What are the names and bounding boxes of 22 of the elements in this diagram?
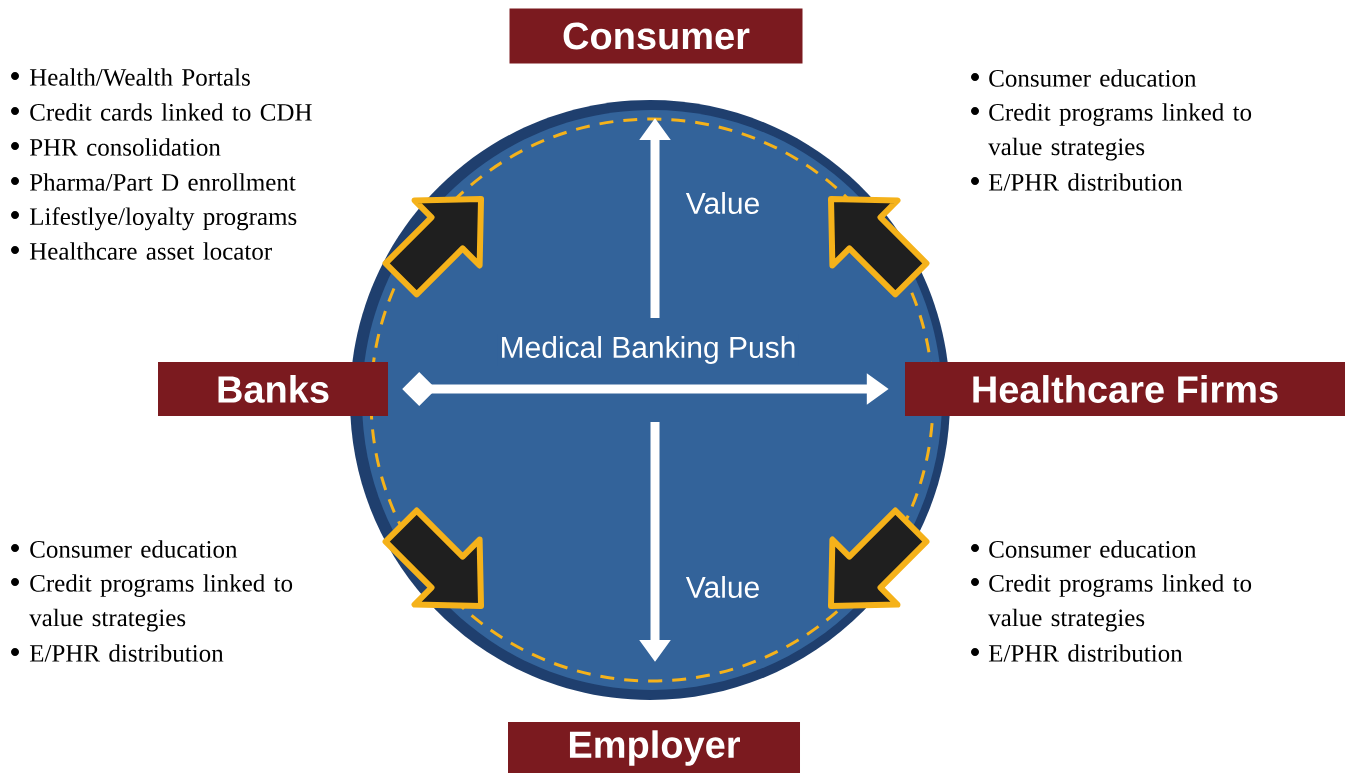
bullet-item: Consumer education: [971, 69, 1197, 87]
arrow-label: Value: [685, 192, 759, 214]
bullet-item: PHR consolidation: [11, 138, 221, 156]
bullet-item: Credit programs linked to value strategies: [11, 574, 293, 632]
bullet-item: E/PHR distribution: [11, 644, 224, 662]
bullet-item: Credit cards linked to CDH: [11, 103, 312, 121]
bullet-item: Consumer education: [11, 540, 238, 558]
bullet-item: Credit programs linked to value strategies: [971, 103, 1252, 161]
bullet-item: Lifestlye/loyalty programs: [11, 207, 297, 231]
label-box: Banks: [158, 362, 388, 416]
arrow-label: Value: [685, 576, 759, 598]
bullet-item: E/PHR distribution: [971, 644, 1183, 662]
bullet-item: Consumer education: [971, 540, 1197, 558]
label-box: Employer: [508, 722, 800, 773]
bullet-item: Credit programs linked to value strategies: [971, 574, 1252, 632]
label-box: Healthcare Firms: [905, 362, 1345, 416]
bullet-item: Healthcare asset locator: [11, 242, 272, 260]
bullet-item: Health/Wealth Portals: [11, 68, 250, 86]
edge-label: Medical Banking Push: [497, 334, 799, 366]
label-box: Consumer: [509, 8, 803, 64]
bullet-item: Pharma/Part D enrollment: [11, 173, 296, 191]
bullet-item: E/PHR distribution: [971, 173, 1183, 191]
